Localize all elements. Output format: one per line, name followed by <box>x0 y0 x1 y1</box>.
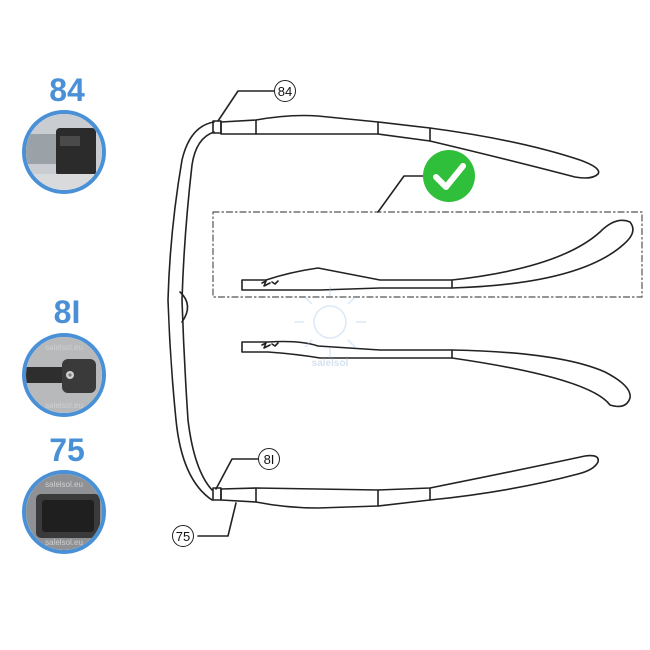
detail-photo-84 <box>22 110 106 194</box>
temple-highlighted <box>241 219 634 291</box>
detail-code-81: 8I <box>53 294 81 330</box>
callout-75: 75 <box>172 525 194 547</box>
frame-front-outline <box>167 121 215 501</box>
watermark-text: salelsol <box>311 358 349 369</box>
highlight-box <box>212 211 643 298</box>
hinge-bottom <box>212 487 222 501</box>
callout-81: 8I <box>258 448 280 470</box>
watermark-sun-icon <box>294 286 366 358</box>
frame-front-inner <box>181 131 215 491</box>
temple-top <box>220 114 600 179</box>
detail-photo-81: salelsol.eu salelsol.eu <box>22 333 106 417</box>
temple-middle <box>241 340 631 408</box>
callout-84: 84 <box>274 80 296 102</box>
detail-code-75: 75 <box>49 432 85 468</box>
detail-code-84: 84 <box>49 72 85 108</box>
temple-bottom <box>220 454 600 509</box>
detail-photo-75: salelsol.eu salelsol.eu <box>22 470 106 554</box>
hinge-top <box>212 120 222 134</box>
check-circle-icon <box>423 150 475 202</box>
